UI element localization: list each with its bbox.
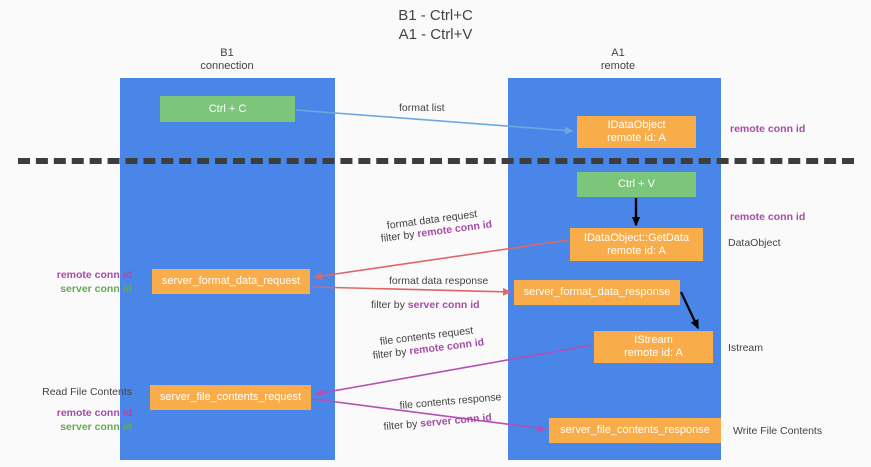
node-idataobject[interactable]: IDataObject remote id: A [577, 116, 696, 148]
node-istream-sub: remote id: A [624, 347, 683, 359]
phase-divider [18, 158, 854, 164]
lane-header-b1-role: connection [200, 60, 254, 72]
node-server-format-data-request[interactable]: server_format_data_request [152, 269, 310, 294]
edge-label-format-list: format list [399, 102, 445, 114]
node-ctrl-c-label: Ctrl + C [208, 102, 247, 115]
lane-header-b1-name: B1 [220, 47, 234, 59]
node-ctrl-v-label: Ctrl + V [618, 178, 655, 190]
title-line-1: B1 - Ctrl+C [398, 7, 473, 24]
node-sfd-request-label: server_format_data_request [161, 275, 301, 287]
edge-label-format-data-response-filter: filter by server conn id [371, 298, 480, 312]
node-istream[interactable]: IStream remote id: A [594, 331, 713, 363]
annotation-left-remote-conn-id: remote conn id [56, 269, 132, 281]
node-server-file-contents-request[interactable]: server_file_contents_request [150, 385, 311, 410]
node-ctrl-c[interactable]: Ctrl + C [160, 96, 295, 122]
node-sfc-request-label: server_file_contents_request [159, 391, 302, 403]
annotation-write-file-contents: Write File Contents [733, 425, 823, 437]
annotation-left-server-conn-id-2: server conn id [60, 421, 132, 433]
node-ctrl-v[interactable]: Ctrl + V [577, 172, 696, 197]
annotation-left-remote-conn-id-2: remote conn id [56, 407, 132, 419]
lane-header-a1-name: A1 [611, 47, 625, 59]
node-istream-label: IStream [634, 334, 673, 346]
annotation-read-file-contents: Read File Contents [42, 386, 132, 398]
lane-header-b1: B1 connection [147, 47, 307, 73]
filter-key-server-conn-id: server conn id [419, 411, 493, 430]
node-getdata-label: IDataObject::GetData [583, 231, 690, 244]
filter-prefix: filter by [380, 228, 419, 245]
annotation-dataobject: DataObject [728, 237, 781, 249]
filter-key-server-conn-id: server conn id [407, 299, 480, 311]
node-idataobject-getdata[interactable]: IDataObject::GetData remote id: A [570, 228, 703, 261]
title-line-2: A1 - Ctrl+V [398, 26, 473, 43]
filter-prefix: filter by [372, 345, 411, 362]
filter-prefix: filter by [383, 417, 421, 433]
annotation-left-conn-ids: remote conn id server conn id [22, 268, 132, 296]
lane-header-a1-role: remote [600, 60, 636, 72]
annotation-left-server-conn-id: server conn id [60, 283, 132, 295]
edge-label-format-data-response: format data response [389, 275, 489, 287]
node-sfd-response-label: server_format_data_response [523, 286, 671, 298]
annotation-remote-conn-id-top: remote conn id [730, 123, 806, 135]
node-server-file-contents-response[interactable]: server_file_contents_response [549, 418, 721, 443]
node-idataobject-label: IDataObject [607, 119, 666, 131]
node-idataobject-sub: remote id: A [607, 132, 666, 144]
diagram-title: B1 - Ctrl+C A1 - Ctrl+V [0, 6, 871, 44]
node-sfc-response-label: server_file_contents_response [560, 424, 710, 436]
annotation-left-read-file: Read File Contents remote conn id server… [20, 385, 132, 434]
node-server-format-data-response[interactable]: server_format_data_response [514, 280, 680, 305]
annotation-istream: Istream [728, 342, 764, 354]
lane-header-a1: A1 remote [538, 47, 698, 73]
edge-label-file-contents-response-filter: filter by server conn id [383, 411, 492, 434]
edge-label-file-contents-response: file contents response [399, 391, 502, 412]
filter-prefix: filter by [371, 299, 408, 311]
annotation-remote-conn-id-mid: remote conn id [730, 211, 806, 223]
node-getdata-sub: remote id: A [607, 244, 666, 257]
